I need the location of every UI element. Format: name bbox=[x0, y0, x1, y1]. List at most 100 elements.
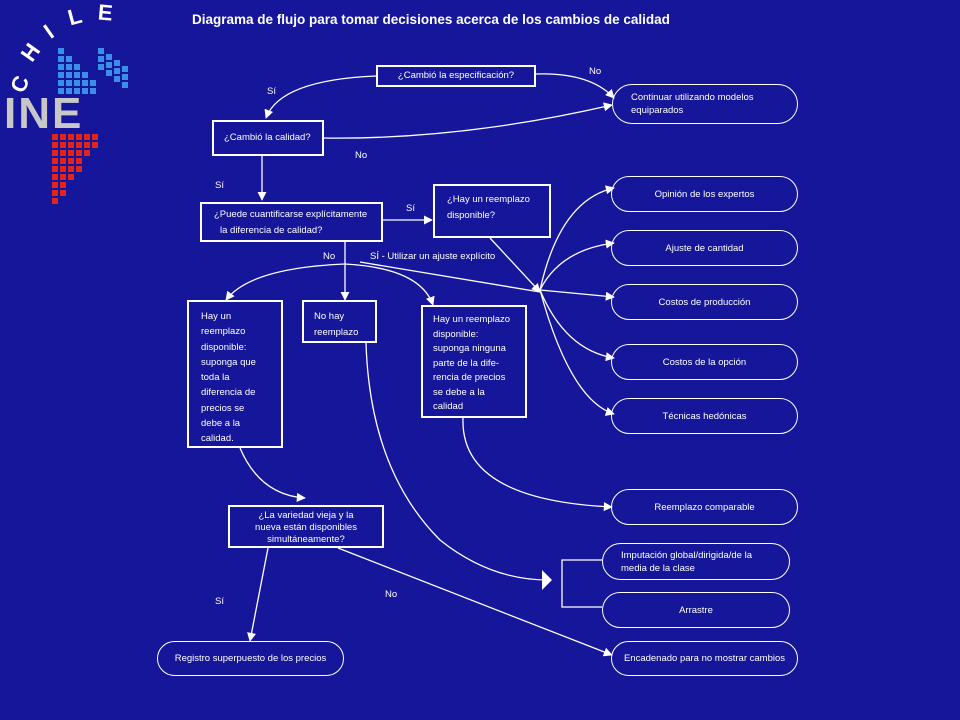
arrow-all-old-new bbox=[239, 447, 306, 502]
outcome-experts-text: Opinión de los expertos bbox=[654, 188, 755, 200]
logo-ine-text: INE bbox=[4, 89, 83, 138]
logo-red-square bbox=[92, 134, 98, 140]
decision-replacement-available: ¿Hay un reemplazo disponible? bbox=[433, 184, 551, 238]
logo-red-square bbox=[52, 182, 58, 188]
logo-red-square bbox=[68, 158, 74, 164]
outcome-comparable-text: Reemplazo comparable bbox=[654, 501, 755, 513]
decision-quantify: ¿Puede cuantificarse explícitamente la d… bbox=[200, 202, 383, 242]
label-quantify-no: No bbox=[323, 251, 336, 262]
arrow-noreplacement-imputation bbox=[365, 342, 549, 581]
box-none-line-7: calidad bbox=[433, 401, 464, 412]
logo-red-square bbox=[76, 158, 82, 164]
outcome-quantity-text: Ajuste de cantidad bbox=[665, 242, 744, 254]
box-all-line-9: calidad. bbox=[201, 433, 234, 445]
logo-red-square bbox=[84, 142, 90, 148]
box-all-line-3: disponible: bbox=[201, 341, 247, 353]
logo-red-square bbox=[76, 166, 82, 172]
logo-red-square bbox=[52, 134, 58, 140]
logo-red-square bbox=[76, 134, 82, 140]
decision-old-new-available: ¿La variedad vieja y la nueva están disp… bbox=[228, 505, 384, 548]
label-spec-si: Sí bbox=[267, 86, 276, 97]
box-none-line-3: suponga ninguna bbox=[433, 343, 506, 354]
decision-replacement-line-2: disponible? bbox=[447, 210, 496, 221]
logo-blue-square bbox=[74, 80, 80, 86]
arrow-spec-si bbox=[264, 75, 377, 119]
logo-blue-square bbox=[58, 56, 64, 62]
arrow-replacement-quantity bbox=[539, 239, 615, 291]
ine-chile-logo: C H I L E INE bbox=[4, 0, 128, 204]
arrow-replacement-experts bbox=[539, 185, 615, 291]
decision-old-new-line-3: simultáneamente? bbox=[267, 534, 345, 545]
box-all-line-5: toda la bbox=[201, 372, 230, 384]
label-overlap-si: Sí bbox=[215, 596, 224, 607]
outcome-overlap-registry: Registro superpuesto de los precios bbox=[157, 641, 344, 676]
logo-red-square bbox=[60, 158, 66, 164]
outcome-carry-forward: Arrastre bbox=[602, 592, 790, 628]
logo-red-square bbox=[76, 142, 82, 148]
logo-red-square bbox=[84, 150, 90, 156]
logo-red-square bbox=[52, 166, 58, 172]
outcome-production-costs: Costos de producción bbox=[611, 284, 798, 320]
decision-quantify-line-2: la diferencia de calidad? bbox=[220, 225, 323, 236]
box-replacement-all-quality: Hay un reemplazo disponible: suponga que… bbox=[187, 300, 283, 448]
logo-chile-l: L bbox=[65, 3, 84, 31]
label-quality-no: No bbox=[355, 150, 368, 161]
logo-blue-square bbox=[66, 88, 72, 94]
outcome-quantity-adjustment: Ajuste de cantidad bbox=[611, 230, 798, 266]
logo-red-square bbox=[68, 166, 74, 172]
logo-red-squares bbox=[52, 134, 98, 204]
logo-red-square bbox=[52, 198, 58, 204]
logo-blue-square bbox=[122, 66, 128, 72]
outcome-hedonic-techniques: Técnicas hedónicas bbox=[611, 398, 798, 434]
logo-blue-square bbox=[114, 60, 120, 66]
outcome-continue-line-2: equiparados bbox=[631, 105, 684, 116]
logo-red-square bbox=[52, 158, 58, 164]
decision-old-new-line-1: ¿La variedad vieja y la bbox=[258, 510, 354, 521]
outcome-continue-line-1: Continuar utilizando modelos bbox=[631, 92, 754, 103]
box-all-line-1: Hay un bbox=[201, 311, 232, 322]
decision-old-new-line-2: nueva están disponibles bbox=[255, 522, 357, 533]
arrow-chained bbox=[337, 547, 613, 657]
arrow-quantify-left bbox=[225, 263, 346, 301]
logo-blue-square bbox=[106, 54, 112, 60]
decision-quality-changed-text: ¿Cambió la calidad? bbox=[224, 132, 311, 143]
logo-red-square bbox=[60, 134, 66, 140]
logo-blue-square bbox=[82, 72, 88, 78]
logo-blue-square bbox=[122, 74, 128, 80]
outcome-carry-text: Arrastre bbox=[679, 604, 713, 616]
logo-red-square bbox=[68, 150, 74, 156]
logo-red-square bbox=[60, 150, 66, 156]
box-none-line-6: se debe a la bbox=[433, 386, 485, 398]
logo-blue-square bbox=[66, 80, 72, 86]
outcome-imputation: Imputación global/dirigida/de la media d… bbox=[602, 543, 790, 580]
outcome-imputation-line-2: media de la clase bbox=[621, 562, 695, 574]
box-no-line-1: No hay bbox=[314, 311, 345, 322]
logo-red-square bbox=[76, 150, 82, 156]
logo-blue-square bbox=[98, 56, 104, 62]
logo-red-square bbox=[52, 150, 58, 156]
outcome-continue-models: Continuar utilizando modelos equiparados bbox=[612, 84, 798, 124]
outcome-production-text: Costos de producción bbox=[658, 296, 751, 308]
logo-blue-square bbox=[82, 80, 88, 86]
logo-blue-square bbox=[74, 64, 80, 70]
box-none-line-1: Hay un reemplazo bbox=[433, 314, 511, 325]
logo-blue-square bbox=[58, 80, 64, 86]
logo-red-square bbox=[68, 174, 74, 180]
outcome-imputation-line-1: Imputación global/dirigida/de la bbox=[621, 549, 752, 561]
logo-blue-square bbox=[58, 64, 64, 70]
logo-blue-squares bbox=[58, 48, 128, 94]
label-quality-si: Sí bbox=[215, 180, 224, 191]
arrow-none-comparable bbox=[462, 417, 613, 512]
box-replacement-no-quality: Hay un reemplazo disponible: suponga nin… bbox=[421, 305, 527, 418]
label-chain-no: No bbox=[385, 589, 398, 600]
box-none-line-2: disponible: bbox=[433, 328, 479, 340]
logo-red-square bbox=[60, 190, 66, 196]
logo-chile-e: E bbox=[97, 0, 114, 26]
decision-replacement-line-1: ¿Hay un reemplazo bbox=[447, 194, 530, 205]
logo-blue-square bbox=[74, 88, 80, 94]
box-all-line-7: precios se bbox=[201, 402, 245, 414]
logo-blue-square bbox=[106, 62, 112, 68]
diagram-title: Diagrama de flujo para tomar decisiones … bbox=[192, 12, 670, 27]
decision-spec-changed: ¿Cambió la especificación? bbox=[376, 65, 536, 87]
logo-blue-square bbox=[90, 88, 96, 94]
